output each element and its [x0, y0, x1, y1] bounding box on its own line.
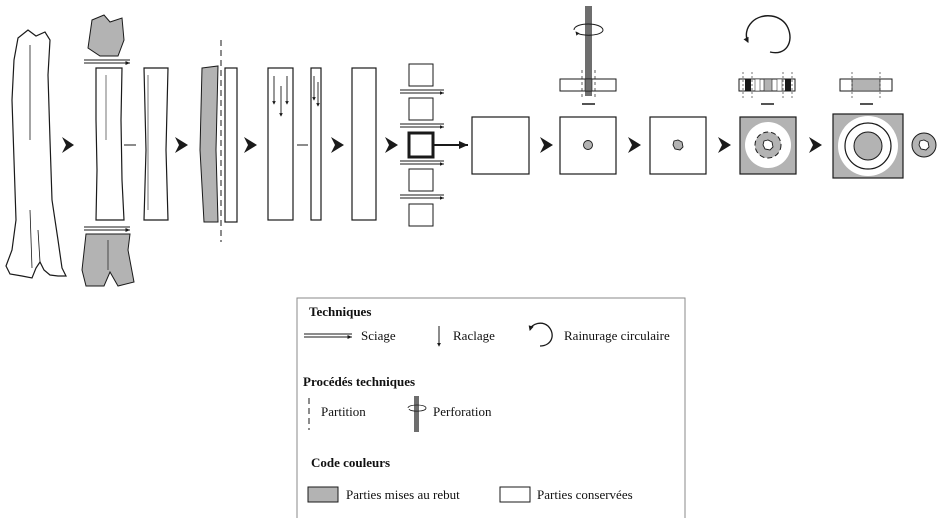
step-arrow-4 [331, 137, 344, 153]
legend-procedures-title: Procédés techniques [303, 374, 415, 389]
raw-bone-shape [5, 29, 67, 279]
legend-partition-label: Partition [321, 404, 366, 419]
perforation-icon [585, 6, 592, 96]
step-arrow-5 [385, 137, 398, 153]
circular-groove-icon [743, 15, 791, 54]
legend-scraping-label: Raclage [453, 328, 495, 343]
step-arrow-3 [244, 137, 257, 153]
legend-sawing-label: Sciage [361, 328, 396, 343]
rotation-icon [573, 23, 604, 36]
step-square-plate [471, 116, 530, 175]
step-raw-bone [5, 29, 67, 279]
legend-box [296, 297, 686, 518]
legend-colors-title: Code couleurs [311, 455, 390, 470]
kept-strip [224, 67, 238, 223]
step-arrow-8 [718, 137, 731, 153]
discarded-proximal-epiphysis [87, 14, 125, 57]
legend-techniques-title: Techniques [309, 304, 371, 319]
step-arrow-2 [175, 137, 188, 153]
step-scraping [267, 67, 322, 221]
legend-kept-label: Parties conservées [537, 487, 633, 502]
legend-perforation-icon [414, 396, 419, 432]
step-perforation [559, 6, 617, 175]
legend-discarded-label: Parties mises au rebut [346, 487, 460, 502]
legend: Techniques Sciage Raclage Rainurage circ… [296, 297, 686, 518]
step-square-segmentation [400, 63, 468, 227]
step-sawing-epiphyses [81, 14, 135, 287]
legend-circular-groove-icon [528, 322, 553, 347]
step-circular-grooving [738, 15, 797, 175]
kept-diaphysis [95, 67, 125, 221]
step-arrow-1 [62, 137, 74, 153]
step-arrow-7 [628, 137, 641, 153]
step-perforated-plate [649, 116, 707, 175]
step-regularized-blank [351, 67, 377, 221]
kept-swatch [499, 486, 531, 503]
step-ring-extraction [832, 72, 937, 179]
step-partition [199, 40, 238, 242]
discarded-swatch [307, 486, 339, 503]
step-split-half [143, 67, 169, 221]
discarded-strip [199, 65, 219, 223]
legend-circular-groove-label: Rainurage circulaire [564, 328, 670, 343]
legend-perforation-label: Perforation [433, 404, 492, 419]
selected-square-blank [407, 131, 435, 159]
step-arrow-6 [540, 137, 553, 153]
step-arrow-9 [809, 137, 822, 153]
